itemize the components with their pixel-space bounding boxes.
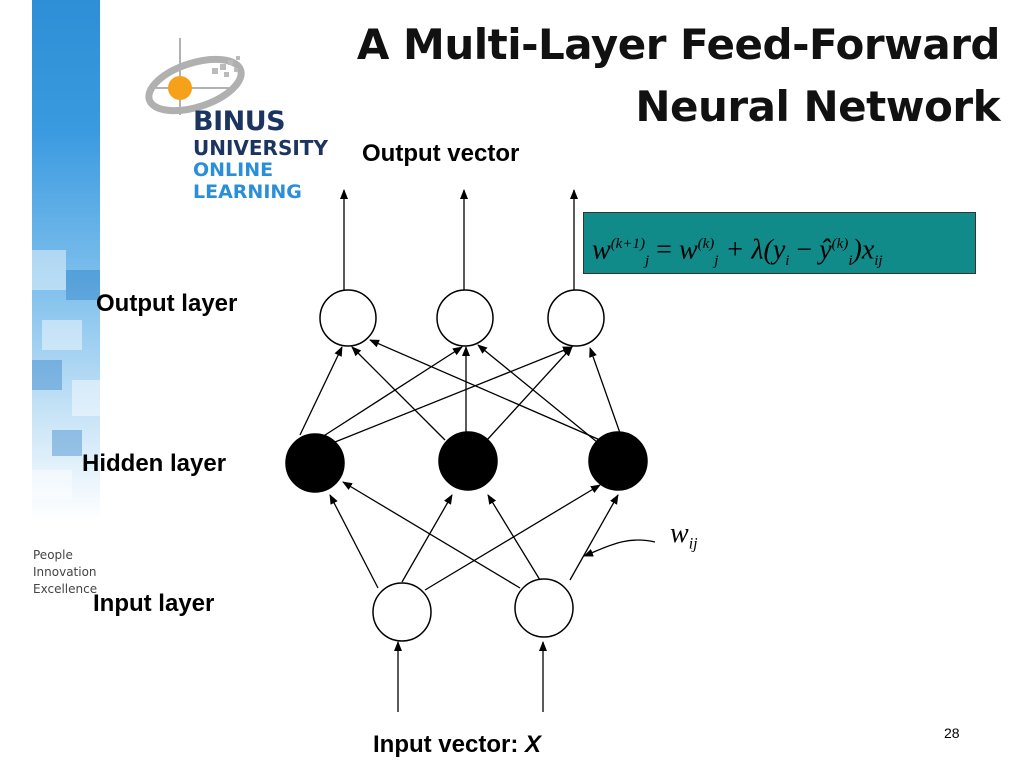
output-layer-label: Output layer (96, 290, 238, 317)
formula-lhs-sup: (k+1) (610, 236, 645, 252)
binus-logo-wordmark: BINUS UNIVERSITY ONLINE LEARNING (193, 108, 328, 202)
input-vector-text: Input vector: (373, 731, 526, 758)
weight-pointer-arrow (583, 539, 656, 557)
weight-symbol-base: w (670, 518, 689, 549)
edge-hidden-1-output-1 (299, 346, 343, 436)
formula-lhs-w: w (592, 234, 611, 266)
page-number: 28 (944, 725, 960, 741)
edge-input-2-hidden-3 (569, 494, 619, 581)
formula-yhat-sup: (k) (831, 236, 849, 252)
formula-yhat: ŷ (819, 234, 832, 266)
formula-lhs-sub: j (644, 252, 650, 269)
tagline-innovation: Innovation (33, 565, 97, 579)
formula-rhs-w: w (678, 234, 698, 266)
output-vector-label: Output vector (362, 140, 520, 167)
weight-symbol: wij (670, 518, 698, 554)
slide-title-line-1: A Multi-Layer Feed-Forward (356, 20, 1001, 69)
edge-hidden-2-output-1 (351, 346, 446, 441)
edge-hidden-3-output-3 (589, 347, 621, 434)
formula-equals: = (656, 234, 672, 266)
input-layer-label: Input layer (93, 590, 215, 617)
edge-hidden-2-output-3 (486, 346, 573, 441)
decorative-side-stripe (32, 0, 100, 520)
edge-hidden-1-output-2 (321, 346, 463, 438)
edge-hidden-3-output-1 (369, 339, 601, 441)
formula-yhat-sub: i (848, 252, 853, 269)
formula-y: y (772, 234, 786, 266)
slide-title: A Multi-Layer Feed-Forward Neural Networ… (356, 14, 1001, 138)
brand-line-binus: BINUS (193, 106, 286, 137)
tagline-excellence: Excellence (33, 582, 98, 596)
slide-title-line-2: Neural Network (635, 82, 1000, 131)
logo-tagline: People Innovation Excellence (33, 547, 97, 598)
brand-line-university: UNIVERSITY (193, 136, 328, 160)
weight-symbol-subscript: ij (688, 535, 698, 553)
hidden-node-3 (588, 431, 648, 491)
formula-plus-lambda: + λ( (725, 234, 773, 266)
tagline-people: People (33, 548, 73, 562)
formula-close-paren: ) (852, 234, 862, 266)
edge-input-1-hidden-2 (401, 494, 453, 583)
edge-input-1-hidden-1 (329, 494, 379, 589)
formula-rhs-w-sup: (k) (697, 236, 715, 252)
formula-x: x (861, 234, 875, 266)
edge-input-1-hidden-3 (424, 484, 601, 591)
binus-logo-mark (145, 38, 245, 115)
output-node-2 (436, 289, 494, 347)
formula-y-sub: i (785, 252, 790, 269)
input-node-1 (372, 582, 432, 642)
edge-input-2-hidden-2 (487, 494, 541, 581)
formula-rhs-w-sub: j (714, 252, 719, 269)
formula-minus: − (789, 234, 820, 266)
weight-update-formula: w(k+1)j = w(k)j + λ(yi − ŷ(k)i)xij (583, 212, 976, 274)
hidden-node-1 (285, 433, 345, 493)
input-vector-symbol: X (525, 731, 542, 758)
brand-line-online: ONLINE (193, 159, 274, 181)
hidden-layer-label: Hidden layer (82, 450, 227, 477)
edge-hidden-3-output-2 (477, 344, 598, 443)
hidden-node-2 (438, 431, 498, 491)
input-vector-label: Input vector: X (373, 731, 541, 759)
input-node-2 (514, 578, 574, 638)
output-node-1 (319, 289, 377, 347)
edge-hidden-1-output-3 (334, 346, 573, 443)
output-node-3 (547, 289, 605, 347)
formula-x-sub: ij (874, 252, 883, 269)
edge-input-2-hidden-1 (342, 481, 521, 589)
brand-line-learning: LEARNING (193, 181, 302, 203)
